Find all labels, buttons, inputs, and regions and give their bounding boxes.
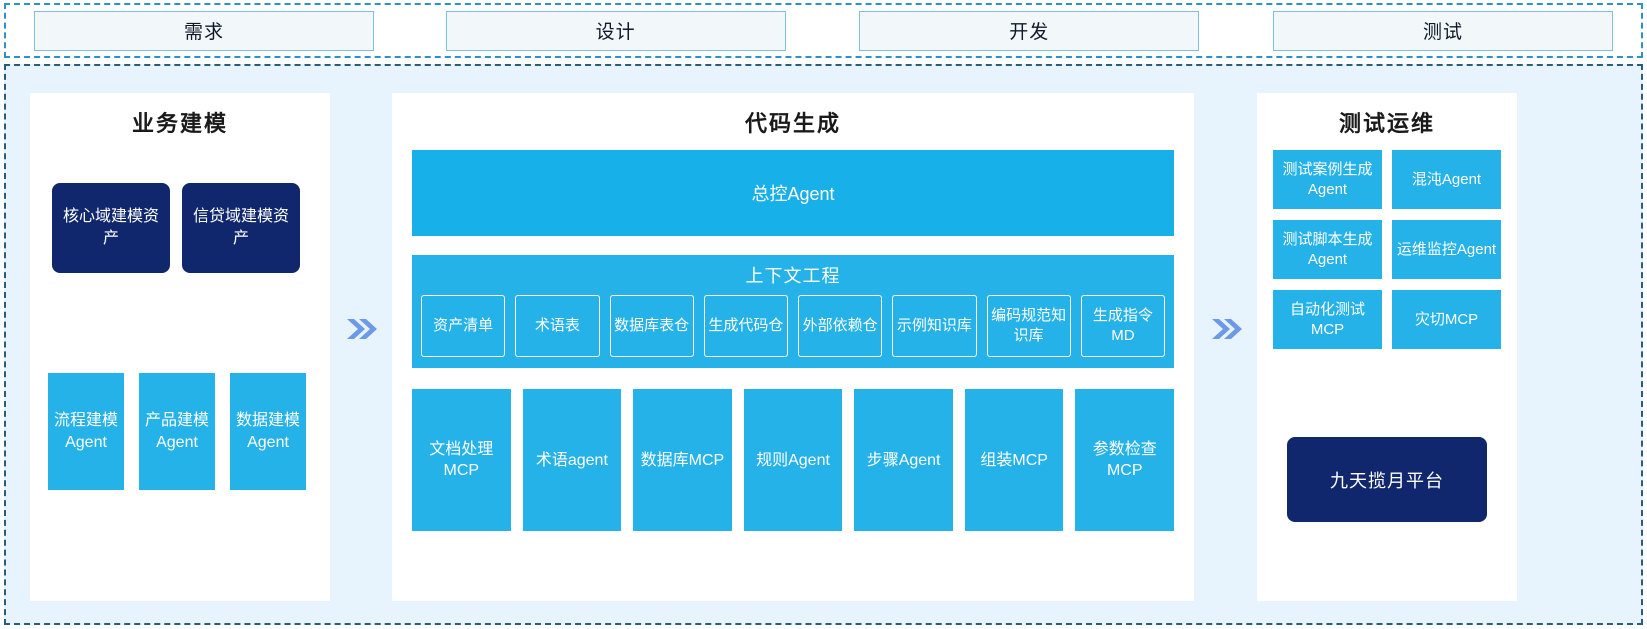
context-item-generation-instruction-md[interactable]: 生成指令MD (1080, 295, 1165, 357)
ops-label: 灾切MCP (1414, 310, 1479, 328)
agent-label: 产品建模Agent (144, 411, 209, 451)
phase-label: 测试 (1422, 22, 1463, 43)
double-chevron-right-icon (1207, 309, 1247, 349)
tool-row: 文档处理MCP 术语agent 数据库MCP 规则Agent 步骤Agent 组… (412, 389, 1175, 531)
tool-label: 参数检查MCP (1092, 441, 1157, 479)
panel-title: 测试运维 (1338, 111, 1435, 136)
double-chevron-right-icon (342, 309, 382, 349)
tool-box-document-processing-mcp[interactable]: 文档处理MCP (412, 389, 511, 531)
context-item-generated-code-repo[interactable]: 生成代码仓 (703, 295, 788, 357)
asset-label: 核心域建模资产 (62, 208, 159, 247)
tool-box-parameter-check-mcp[interactable]: 参数检查MCP (1075, 389, 1175, 531)
context-item-glossary[interactable]: 术语表 (515, 295, 600, 357)
ops-box-disaster-switch-mcp[interactable]: 灾切MCP (1392, 290, 1501, 349)
modeling-agent-row: 流程建模Agent 产品建模Agent 数据建模Agent (48, 373, 306, 490)
main-area: 业务建模 核心域建模资产 信贷域建模资产 流程建模Agent 产品建模Agent… (4, 64, 1643, 625)
ops-label: 混沌Agent (1411, 170, 1482, 188)
context-item-label: 资产清单 (433, 317, 494, 334)
ops-label: 运维监控Agent (1396, 240, 1497, 258)
context-item-label: 编码规范知识库 (991, 307, 1067, 344)
ops-box-test-script-generation-agent[interactable]: 测试脚本生成Agent (1273, 220, 1382, 279)
asset-box-credit-domain[interactable]: 信贷域建模资产 (182, 183, 300, 273)
tool-box-rule-agent[interactable]: 规则Agent (743, 389, 843, 531)
panel-code-generation: 代码生成 总控Agent 上下文工程 资产清单 术语表 数据库表仓 (392, 93, 1194, 601)
context-item-external-dependency-repo[interactable]: 外部依赖仓 (798, 295, 883, 357)
tool-label: 规则Agent (756, 451, 830, 469)
context-item-coding-standard-knowledge-base[interactable]: 编码规范知识库 (986, 295, 1071, 357)
tool-label: 数据库MCP (640, 451, 725, 469)
panel-title: 代码生成 (744, 111, 841, 136)
ops-label: 测试脚本生成Agent (1282, 230, 1373, 268)
phase-tab-development[interactable]: 开发 (859, 10, 1200, 51)
context-item-label: 生成代码仓 (708, 317, 784, 334)
tool-box-assembly-mcp[interactable]: 组装MCP (964, 389, 1064, 531)
agent-label: 流程建模Agent (53, 411, 118, 451)
tool-label: 步骤Agent (866, 451, 941, 469)
agent-box-data-modeling[interactable]: 数据建模Agent (230, 373, 306, 490)
context-item-example-knowledge-base[interactable]: 示例知识库 (892, 295, 977, 357)
platform-box-jiutian-lanyue[interactable]: 九天揽月平台 (1287, 437, 1487, 522)
context-item-db-table-repo[interactable]: 数据库表仓 (609, 295, 694, 357)
ops-label: 测试案例生成Agent (1282, 160, 1373, 198)
tool-label: 文档处理MCP (429, 441, 494, 479)
phase-tab-requirements[interactable]: 需求 (34, 10, 374, 51)
phase-label: 需求 (183, 22, 224, 43)
agent-label: 数据建模Agent (235, 411, 300, 451)
phase-tab-design[interactable]: 设计 (445, 10, 786, 51)
ops-box-test-case-generation-agent[interactable]: 测试案例生成Agent (1273, 150, 1382, 209)
context-item-label: 数据库表仓 (614, 317, 690, 334)
panel-test-operations: 测试运维 测试案例生成Agent 混沌Agent 测试脚本生成Agent 运维监… (1257, 93, 1517, 601)
phase-bar: 需求 设计 开发 测试 (4, 3, 1643, 58)
phase-label: 开发 (1009, 22, 1050, 43)
ops-box-automated-testing-mcp[interactable]: 自动化测试MCP (1273, 290, 1382, 349)
asset-row: 核心域建模资产 信贷域建模资产 (52, 183, 300, 273)
platform-label: 九天揽月平台 (1330, 470, 1444, 491)
agent-box-process-modeling[interactable]: 流程建模Agent (48, 373, 124, 490)
context-engineering-block: 上下文工程 资产清单 术语表 数据库表仓 生成代码仓 外部依赖仓 (412, 255, 1174, 368)
tool-label: 术语agent (535, 451, 608, 469)
ops-box-operations-monitoring-agent[interactable]: 运维监控Agent (1392, 220, 1501, 279)
context-item-list: 资产清单 术语表 数据库表仓 生成代码仓 外部依赖仓 示例知 (412, 288, 1174, 357)
tool-box-database-mcp[interactable]: 数据库MCP (633, 389, 732, 531)
tool-box-step-agent[interactable]: 步骤Agent (854, 389, 953, 531)
context-item-label: 外部依赖仓 (802, 317, 878, 334)
ops-box-chaos-agent[interactable]: 混沌Agent (1392, 150, 1501, 209)
master-agent-label: 总控Agent (751, 184, 835, 204)
context-item-label: 示例知识库 (896, 317, 972, 334)
panel-title: 业务建模 (131, 111, 228, 136)
panel-business-modeling: 业务建模 核心域建模资产 信贷域建模资产 流程建模Agent 产品建模Agent… (30, 93, 330, 601)
ops-grid: 测试案例生成Agent 混沌Agent 测试脚本生成Agent 运维监控Agen… (1273, 150, 1501, 349)
context-engineering-title: 上下文工程 (745, 266, 841, 286)
context-item-label: 术语表 (534, 317, 580, 334)
tool-label: 组装MCP (980, 451, 1048, 469)
context-item-label: 生成指令MD (1092, 307, 1153, 344)
context-item-asset-list[interactable]: 资产清单 (421, 295, 506, 357)
agent-box-product-modeling[interactable]: 产品建模Agent (139, 373, 215, 490)
tool-box-glossary-agent[interactable]: 术语agent (522, 389, 622, 531)
master-agent-box[interactable]: 总控Agent (412, 150, 1174, 236)
asset-label: 信贷域建模资产 (192, 208, 289, 247)
phase-label: 设计 (595, 22, 636, 43)
asset-box-core-domain[interactable]: 核心域建模资产 (52, 183, 170, 273)
phase-tab-testing[interactable]: 测试 (1272, 10, 1613, 51)
ops-label: 自动化测试MCP (1289, 300, 1365, 338)
